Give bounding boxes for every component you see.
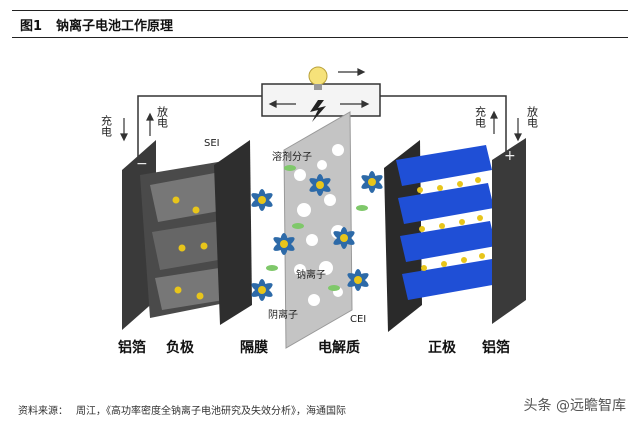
label-solvent: 溶剂分子 <box>272 150 312 163</box>
label-separator: 隔膜 <box>240 339 268 356</box>
source-text: 周江，《高功率密度全钠离子电池研究及失效分析》，海通国际 <box>76 406 346 417</box>
circuit-arrows <box>268 68 370 108</box>
plus-sign: + <box>504 148 516 164</box>
label-charge-right: 充电 <box>474 105 487 128</box>
label-discharge-right: 放电 <box>526 105 539 128</box>
anode-hard-carbon <box>140 160 240 318</box>
label-anode: 负极 <box>166 339 195 356</box>
cathode-layers <box>396 145 498 300</box>
label-anion: 阴离子 <box>268 308 298 321</box>
figure-number: 图1 <box>20 19 43 34</box>
label-aluminum-left: 铝箔 <box>118 339 146 356</box>
solvated-sodium-ions <box>251 171 383 301</box>
lightning-icon <box>310 100 326 122</box>
charge-discharge-arrows <box>120 110 522 142</box>
aluminum-foil-right <box>492 138 526 324</box>
label-charge-left: 充电 <box>100 114 113 137</box>
source-note: 资料来源： 周江，《高功率密度全钠离子电池研究及失效分析》，海通国际 <box>18 402 354 417</box>
label-electrolyte: 电解质 <box>318 339 360 356</box>
source-prefix: 资料来源： <box>18 406 68 417</box>
label-cathode: 正极 <box>428 339 457 356</box>
label-sei: SEI <box>204 138 220 149</box>
label-cei: CEI <box>350 314 366 325</box>
watermark: 头条 @远瞻智库 <box>523 398 626 414</box>
minus-sign: − <box>136 156 148 172</box>
figure-header: 图1 钠离子电池工作原理 <box>12 10 628 38</box>
separator-pores <box>294 144 345 306</box>
label-discharge-left: 放电 <box>156 105 169 128</box>
figure-caption: 钠离子电池工作原理 <box>56 19 174 34</box>
label-sodium-ion: 钠离子 <box>296 268 326 281</box>
label-aluminum-right: 铝箔 <box>482 339 510 356</box>
figure-title: 图1 钠离子电池工作原理 <box>20 15 187 34</box>
anions <box>266 165 368 291</box>
sei-layer <box>214 140 252 325</box>
lightbulb-icon <box>308 66 328 90</box>
